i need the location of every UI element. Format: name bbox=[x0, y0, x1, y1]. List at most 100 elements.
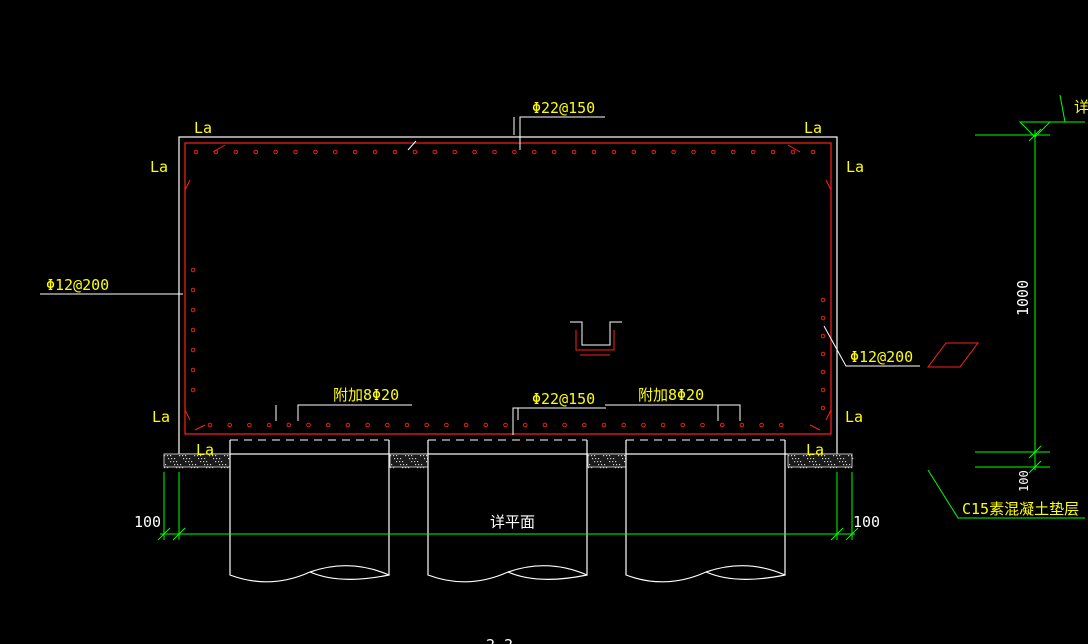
pad-hatch-speck bbox=[216, 458, 218, 460]
pad-hatch bbox=[164, 455, 854, 469]
bottom-rebar-dot bbox=[365, 422, 370, 428]
pad-hatch-speck bbox=[409, 458, 411, 460]
right-rebar-dot bbox=[820, 369, 826, 375]
right-rebar-dot bbox=[820, 351, 826, 357]
pad-hatch-speck bbox=[591, 455, 593, 457]
pad-hatch-speck bbox=[170, 455, 172, 457]
la-right-lower: La bbox=[845, 408, 863, 426]
top-rebar-dot bbox=[731, 149, 736, 155]
bottom-rebar-dot bbox=[483, 422, 489, 428]
pad-hatch-speck bbox=[791, 467, 793, 469]
pad-hatch-speck bbox=[197, 455, 199, 457]
pad-hatch-speck bbox=[188, 461, 190, 463]
la-top-right: La bbox=[804, 119, 822, 137]
right-side-rebar-dots bbox=[820, 297, 826, 411]
pad-hatch-speck bbox=[609, 455, 611, 457]
concrete-pads bbox=[163, 453, 853, 468]
pad-hatch-speck bbox=[224, 455, 226, 457]
bottom-rebar-dot bbox=[660, 422, 666, 428]
pad-hatch-speck bbox=[848, 455, 850, 457]
la-left-lower: La bbox=[152, 408, 170, 426]
pad-hatch-speck bbox=[795, 458, 797, 460]
pad-hatch-speck bbox=[837, 458, 839, 460]
pad-hatch-speck bbox=[836, 467, 838, 469]
top-rebar-dot bbox=[810, 149, 816, 155]
pad-hatch-speck bbox=[830, 467, 832, 469]
pad-hatch-speck bbox=[604, 464, 606, 466]
bottom-rebar-dots bbox=[207, 422, 784, 428]
pad-hatch-speck bbox=[221, 461, 223, 463]
pad-hatch-speck bbox=[818, 467, 820, 469]
pad-hatch-speck bbox=[821, 467, 823, 469]
pad-hatch-speck bbox=[191, 467, 193, 469]
pad-hatch-speck bbox=[621, 455, 623, 457]
pad-hatch-speck bbox=[206, 467, 208, 469]
pad-hatch-speck bbox=[192, 464, 194, 466]
pad-hatch-speck bbox=[423, 467, 425, 469]
dim-pad-label: 100 bbox=[1017, 470, 1031, 492]
pad-hatch-speck bbox=[600, 467, 602, 469]
pad-hatch-speck bbox=[222, 464, 224, 466]
pad-hatch-speck bbox=[849, 464, 851, 466]
right-rebar-dot bbox=[820, 405, 826, 411]
pad-hatch-speck bbox=[171, 458, 173, 460]
pad-hatch-speck bbox=[212, 455, 214, 457]
bottom-rebar-dot bbox=[582, 422, 587, 428]
la-right-upper: La bbox=[846, 158, 864, 176]
dim-height-label: 1000 bbox=[1014, 280, 1032, 316]
pad-hatch-speck bbox=[798, 464, 800, 466]
pad-hatch-speck bbox=[842, 461, 844, 463]
pad-hatch-speck bbox=[403, 464, 405, 466]
pad-hatch-speck bbox=[806, 467, 808, 469]
top-rebar-dot bbox=[691, 149, 696, 155]
bottom-rebar-dot bbox=[325, 422, 331, 428]
pad-hatch-speck bbox=[206, 461, 208, 463]
pad-hatch-speck bbox=[399, 461, 401, 463]
pad-hatch-speck bbox=[803, 467, 805, 469]
pad-hatch-speck bbox=[176, 461, 178, 463]
pad-hatch-speck bbox=[819, 464, 821, 466]
left-rebar-dot bbox=[190, 267, 196, 273]
pad-hatch-speck bbox=[588, 455, 590, 457]
pad-hatch-speck bbox=[186, 458, 188, 460]
pad-hatch-speck bbox=[851, 455, 853, 457]
pad-hatch-speck bbox=[851, 467, 853, 469]
pad-hatch-speck bbox=[176, 467, 178, 469]
pad-hatch-speck bbox=[597, 461, 599, 463]
pad-hatch-speck bbox=[818, 455, 820, 457]
pad-hatch-speck bbox=[613, 464, 615, 466]
bottom-rebar-dot bbox=[227, 422, 232, 428]
pile-2 bbox=[427, 440, 588, 583]
pad-hatch-speck bbox=[613, 458, 615, 460]
pad-hatch-speck bbox=[396, 461, 398, 463]
pad-hatch-speck bbox=[839, 461, 841, 463]
dimension-lines bbox=[157, 94, 1085, 541]
bottom-rebar-dot bbox=[286, 422, 292, 428]
pad-hatch-speck bbox=[393, 455, 395, 457]
pad-hatch-speck bbox=[812, 461, 814, 463]
pad-hatch-speck bbox=[827, 461, 829, 463]
la-left-upper: La bbox=[150, 158, 168, 176]
top-rebar-dot bbox=[651, 149, 656, 155]
left-rebar-dot bbox=[190, 367, 196, 373]
pad-hatch-speck bbox=[215, 455, 217, 457]
pad-hatch-speck bbox=[830, 461, 832, 463]
top-rebar-dot bbox=[273, 149, 278, 155]
pad-hatch-speck bbox=[421, 464, 423, 466]
pad-hatch-speck bbox=[405, 467, 407, 469]
pad-hatch-speck bbox=[179, 467, 181, 469]
right-rebar-dot bbox=[820, 333, 826, 339]
pad-hatch-speck bbox=[182, 467, 184, 469]
pad-hatch-speck bbox=[426, 461, 428, 463]
top-rebar-dot bbox=[392, 149, 398, 155]
pad-hatch-speck bbox=[408, 467, 410, 469]
top-rebar-label: Φ22@150 bbox=[532, 99, 595, 117]
pad-hatch-speck bbox=[400, 464, 402, 466]
bottom-rebar-dot bbox=[247, 422, 252, 428]
pad-hatch-speck bbox=[200, 461, 202, 463]
pad-hatch-speck bbox=[822, 458, 824, 460]
pad-hatch-speck bbox=[801, 464, 803, 466]
pile-1 bbox=[229, 440, 390, 583]
pad-hatch-speck bbox=[815, 467, 817, 469]
pad-hatch-speck bbox=[598, 458, 600, 460]
